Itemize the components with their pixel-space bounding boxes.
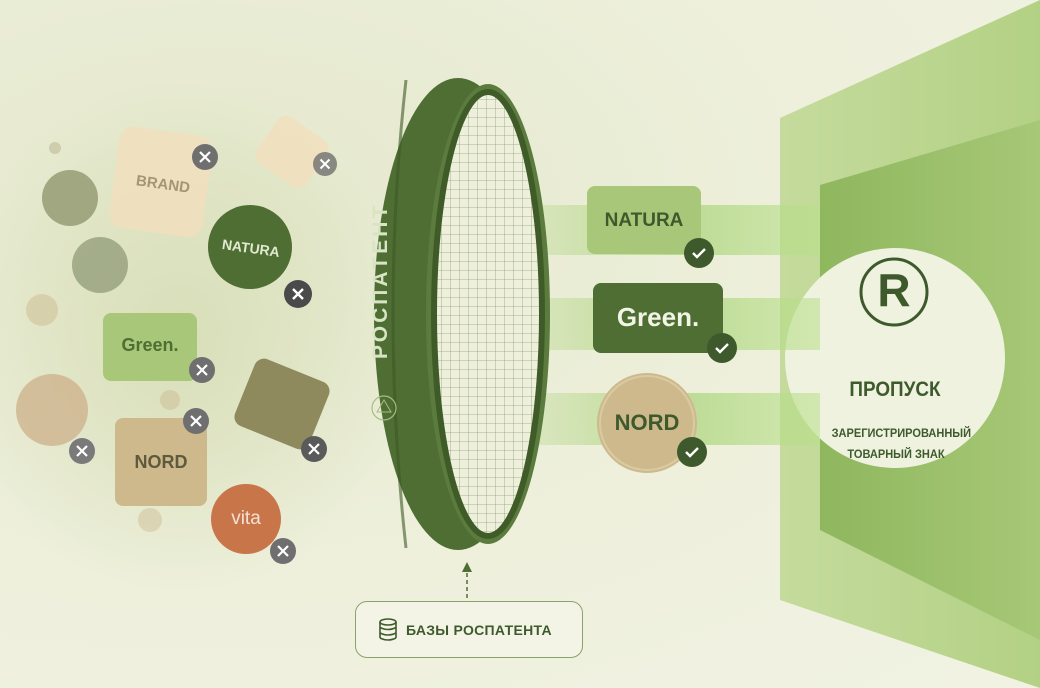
passed-green-label: Green. [616,302,700,332]
gate-subtitle-line1: ЗАРЕГИСТРИРОВАННЫЙ [831,426,972,440]
background-haze [0,80,410,600]
passed-natura-card [587,186,701,254]
passed-nord-label: NORD [614,410,680,435]
ring-label: РОСПАТЕНТ [369,202,392,359]
gate-circle [785,248,1005,468]
rospatent-emblem-icon [371,395,397,421]
rejected-green-card [103,313,197,381]
patent-filter-ring [374,78,550,550]
gate-subtitle-line2: ТОВАРНЫЙ ЗНАК [847,447,945,461]
rejected-natura-circle [208,205,292,289]
rejected-blank-card [255,115,329,189]
passed-nord-circle [597,373,697,473]
rejected-vita-circle [211,484,281,554]
blob [16,374,88,446]
registered-symbol-ring [859,257,929,327]
passed-green-card [593,283,723,353]
registered-symbol: R [877,264,911,316]
passed-nord-rim [599,375,695,471]
database-label: БАЗЫ РОСПАТЕНТА [406,621,552,638]
rejected-x-icons [69,144,337,564]
rejected-nord-card [115,418,207,506]
blob [138,508,162,532]
database-source-box: БАЗЫ РОСПАТЕНТА [355,601,583,658]
rejected-olive-card [234,358,330,450]
rejected-vita-label: vita [231,508,261,529]
gate-title: ПРОПУСК [849,378,941,401]
database-icon [379,617,397,641]
blob [49,142,61,154]
passed-check-icons [677,238,737,467]
rejected-nord-label: NORD [134,452,188,472]
rejected-green-label: Green. [121,335,179,355]
blob [42,170,98,226]
blob [26,294,58,326]
db-arrow-head [462,562,472,572]
rejected-brand-card [109,126,213,238]
blob [72,237,128,293]
blob [160,390,180,410]
passed-natura-label: NATURA [604,210,684,231]
